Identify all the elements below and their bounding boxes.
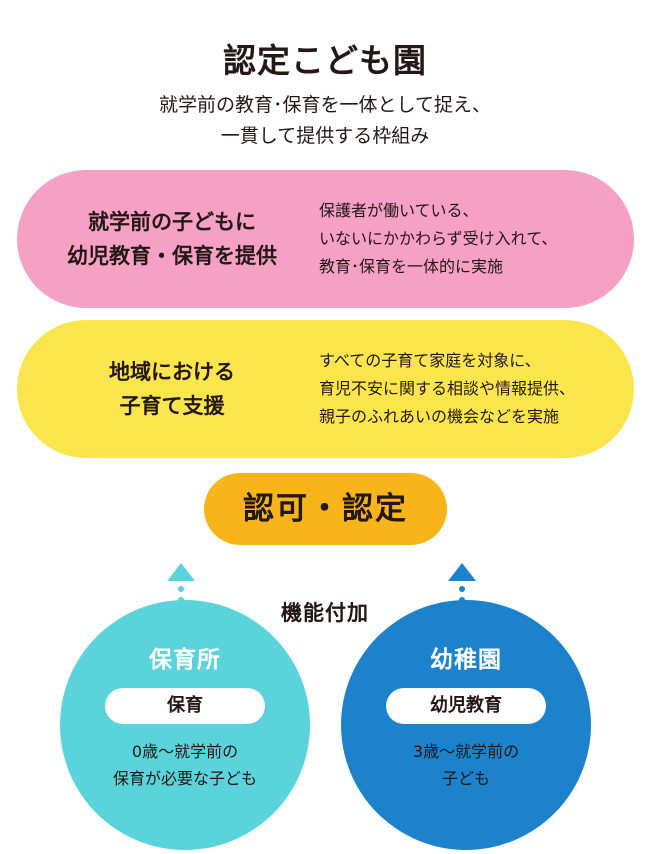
facility-name: 保育所: [149, 647, 221, 673]
function-pill-community-support: 地域における 子育て支援 すべての子育て家庭を対象に、 育児不安に関する相談や情…: [17, 320, 634, 458]
page-subtitle: 就学前の教育･保育を一体として捉え、 一貫して提供する枠組み: [0, 90, 650, 152]
function-heading: 就学前の子どもに 幼児教育・保育を提供: [37, 170, 307, 308]
function-description: すべての子育て家庭を対象に、 育児不安に関する相談や情報提供、 親子のふれあいの…: [319, 320, 619, 458]
function-pill-education-childcare: 就学前の子どもに 幼児教育・保育を提供 保護者が働いている、 いないにかかわらず…: [17, 170, 634, 308]
facility-target-line: 3歳～就学前の: [412, 742, 520, 761]
facility-service-badge: 幼児教育: [386, 688, 546, 724]
function-description-line: 保護者が働いている、: [319, 201, 479, 220]
arrow-dot: [178, 586, 184, 592]
function-heading: 地域における 子育て支援: [37, 320, 307, 458]
facility-target-line: 保育が必要な子ども: [112, 769, 257, 788]
function-description: 保護者が働いている、 いないにかかわらず受け入れて、 教育･保育を一体的に実施: [319, 170, 619, 308]
arrow-dot: [459, 586, 465, 592]
function-description-line: いないにかかわらず受け入れて、: [319, 229, 558, 248]
facility-circle-kindergarten: 幼稚園 幼児教育 3歳～就学前の 子ども: [341, 600, 591, 850]
function-heading-line: 子育て支援: [119, 394, 225, 418]
facility-circle-nursery: 保育所 保育 0歳～就学前の 保育が必要な子ども: [60, 600, 310, 850]
facility-service-badge: 保育: [105, 688, 265, 724]
facility-target-line: 0歳～就学前の: [131, 742, 239, 761]
page-title: 認定こども園: [223, 41, 427, 80]
function-heading-line: 幼児教育・保育を提供: [67, 244, 277, 268]
function-description-line: すべての子育て家庭を対象に、: [319, 351, 541, 370]
arrow-head: [448, 563, 476, 581]
function-description-line: 親子のふれあいの機会などを実施: [319, 407, 560, 426]
facility-target: 0歳～就学前の 保育が必要な子ども: [60, 738, 310, 792]
facility-name: 幼稚園: [430, 647, 502, 673]
function-heading-line: 就学前の子どもに: [88, 210, 256, 234]
function-description-line: 育児不安に関する相談や情報提供、: [319, 379, 576, 398]
function-heading-line: 地域における: [109, 360, 235, 384]
facility-target-line: 子ども: [441, 769, 490, 788]
approval-badge: 認可・認定: [204, 473, 447, 545]
subtitle-line: 一貫して提供する枠組み: [220, 125, 430, 147]
arrow-head: [167, 563, 195, 581]
facility-target: 3歳～就学前の 子ども: [341, 738, 591, 792]
subtitle-line: 就学前の教育･保育を一体として捉え、: [159, 94, 491, 116]
function-description-line: 教育･保育を一体的に実施: [319, 257, 504, 276]
function-added-label: 機能付加: [281, 601, 369, 625]
